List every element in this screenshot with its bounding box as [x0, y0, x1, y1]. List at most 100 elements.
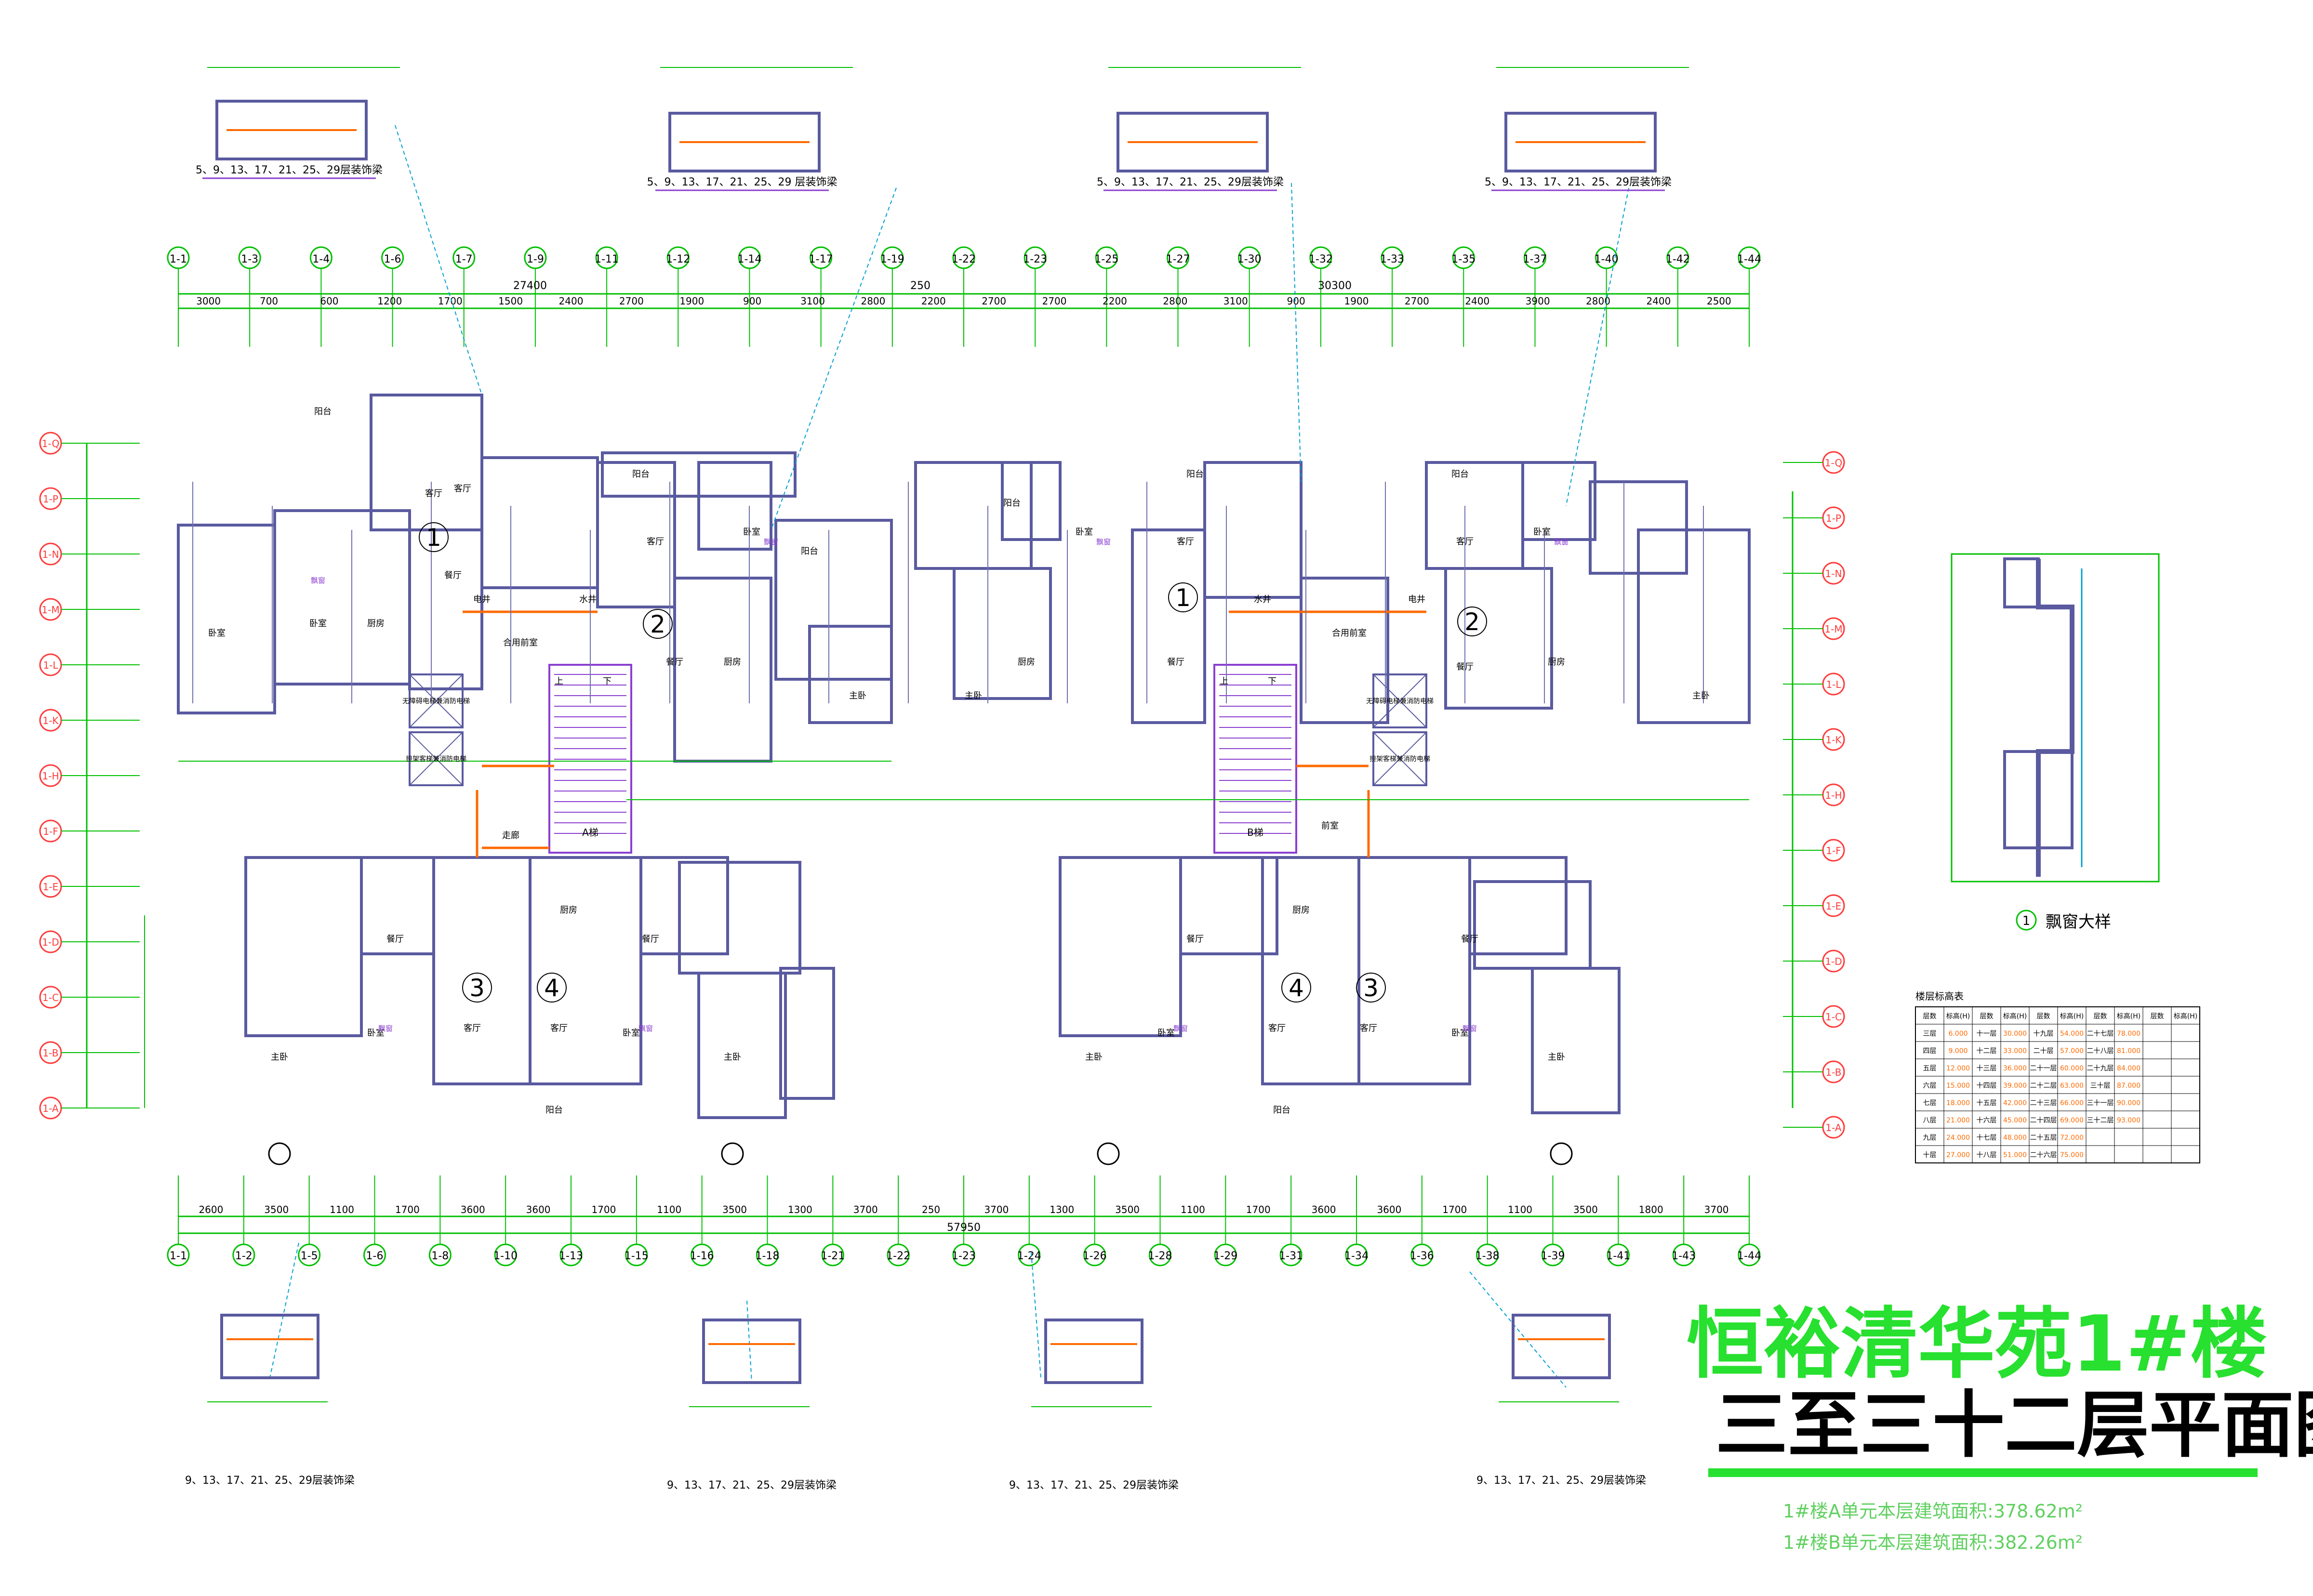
- dim-text: 2700: [982, 295, 1006, 307]
- axis-label: 1-41: [1606, 1250, 1630, 1262]
- room-label: 餐厅: [1461, 934, 1478, 944]
- room-label: 卧室: [309, 619, 327, 629]
- table-cell: 七层: [1923, 1099, 1937, 1107]
- bay-label: 飘窗: [1462, 1024, 1477, 1033]
- axis-label: 1-12: [666, 253, 690, 265]
- table-cell: 45.000: [2003, 1117, 2027, 1124]
- elevator-shaft: [1372, 731, 1427, 786]
- room-label: 卧室: [367, 1028, 385, 1038]
- table-header: 标高(H): [2003, 1012, 2027, 1020]
- detail-label: 9、13、17、21、25、29层装饰梁: [1476, 1475, 1646, 1487]
- table-cell: 27.000: [1946, 1151, 1970, 1159]
- unit-number: 3: [1363, 974, 1379, 1002]
- unit-number: 1: [1175, 584, 1191, 612]
- detail-beam-outline: [215, 100, 368, 160]
- room-label: 餐厅: [1456, 662, 1474, 672]
- room-label: 水井: [1254, 594, 1271, 605]
- stair-label: B梯: [1247, 827, 1263, 838]
- axis-label: 1-17: [809, 253, 833, 265]
- floor-table-title: 楼层标高表: [1915, 990, 1964, 1002]
- table-cell: 十八层: [1977, 1151, 1997, 1159]
- table-cell: 六层: [1923, 1082, 1937, 1090]
- axis-label: 1-M: [1824, 623, 1842, 635]
- axis-label: 1-31: [1279, 1250, 1303, 1262]
- room-label: 客厅: [550, 1023, 568, 1033]
- table-cell: 6.000: [1948, 1030, 1967, 1038]
- bay-label: 飘窗: [1096, 538, 1111, 546]
- table-header: 层数: [1923, 1013, 1937, 1020]
- detail-beam-outline: [702, 1319, 801, 1384]
- section-marker: [1097, 1142, 1120, 1165]
- dim-text: 3700: [853, 1204, 878, 1215]
- table-cell: 二十九层: [2087, 1065, 2114, 1072]
- room-label: 上: [555, 676, 563, 686]
- section-marker: [1550, 1142, 1573, 1165]
- bay-label: 飘窗: [1173, 1024, 1188, 1033]
- bay-label: 飘窗: [378, 1024, 393, 1033]
- bay-label: 飘窗: [311, 576, 325, 585]
- dim-text: 900: [1287, 295, 1305, 307]
- elevator-shaft: [409, 731, 464, 786]
- room-label: 上: [1220, 676, 1228, 686]
- axis-label: 1-23: [1023, 253, 1047, 265]
- table-cell: 二十四层: [2030, 1117, 2057, 1124]
- unit-number: 4: [1289, 974, 1304, 1002]
- detail-label: 5、9、13、17、21、25、29 层装饰梁: [647, 176, 837, 188]
- room-label: 阳台: [1003, 498, 1021, 508]
- dim-text: 600: [320, 295, 338, 307]
- axis-label: 1-34: [1344, 1250, 1369, 1262]
- room-label: 卧室: [743, 527, 760, 537]
- detail-beam-outline: [1504, 112, 1657, 172]
- bay-window-title: 飘窗大样: [2046, 912, 2111, 932]
- wall-outline: [529, 856, 642, 1085]
- table-cell: 90.000: [2117, 1099, 2140, 1107]
- dim-text: 3500: [1115, 1204, 1140, 1215]
- elevator-x: [409, 674, 463, 728]
- dim-text: 3500: [1573, 1204, 1598, 1215]
- bay-label: 飘窗: [1554, 538, 1569, 546]
- dim-text: 250: [922, 1204, 940, 1215]
- dim-text: 2700: [619, 295, 644, 307]
- table-cell: 十层: [1923, 1151, 1937, 1159]
- detail-label: 5、9、13、17、21、25、29层装饰梁: [196, 164, 383, 176]
- wall-outline: [774, 519, 893, 681]
- axis-label: 1-33: [1380, 253, 1404, 265]
- axis-label: 1-A: [1825, 1122, 1842, 1134]
- room-label: 下: [603, 676, 611, 686]
- table-cell: 十二层: [1977, 1047, 1997, 1055]
- room-label: 主卧: [849, 691, 866, 701]
- axis-label: 1-M: [41, 604, 59, 616]
- axis-label: 1-14: [737, 253, 761, 265]
- axis-label: 1-L: [43, 660, 58, 671]
- axis-label: 1-16: [690, 1250, 714, 1262]
- room-label: 厨房: [1548, 657, 1565, 667]
- table-cell: 87.000: [2117, 1082, 2140, 1090]
- table-cell: 八层: [1923, 1117, 1937, 1124]
- table-cell: 十五层: [1977, 1099, 1997, 1107]
- axis-label: 1-27: [1166, 253, 1190, 265]
- table-cell: 60.000: [2060, 1065, 2084, 1072]
- axis-label: 1-H: [1825, 790, 1842, 801]
- wall-outline: [1131, 528, 1206, 724]
- axis-label: 1-39: [1541, 1250, 1565, 1262]
- total-dim-text: 250: [910, 280, 931, 292]
- axis-label: 1-Q: [42, 438, 59, 449]
- dim-text: 1300: [788, 1204, 812, 1215]
- axis-label: 1-N: [1825, 568, 1842, 580]
- unit-number-circle: [1168, 582, 1198, 612]
- leader-line: [1291, 183, 1302, 482]
- axis-label: 1-C: [42, 992, 59, 1003]
- axis-label: 1-29: [1213, 1250, 1237, 1262]
- axis-label: 1-35: [1451, 253, 1476, 265]
- axis-label: 1-44: [1737, 253, 1761, 265]
- axis-label: 1-5: [301, 1250, 318, 1262]
- dim-text: 1700: [395, 1204, 420, 1215]
- axis-label: 1-K: [1825, 734, 1842, 746]
- leader-line: [269, 1242, 299, 1378]
- dim-text: 1100: [330, 1204, 354, 1215]
- wall-outline: [1357, 856, 1471, 1085]
- axis-label: 1-22: [952, 253, 976, 265]
